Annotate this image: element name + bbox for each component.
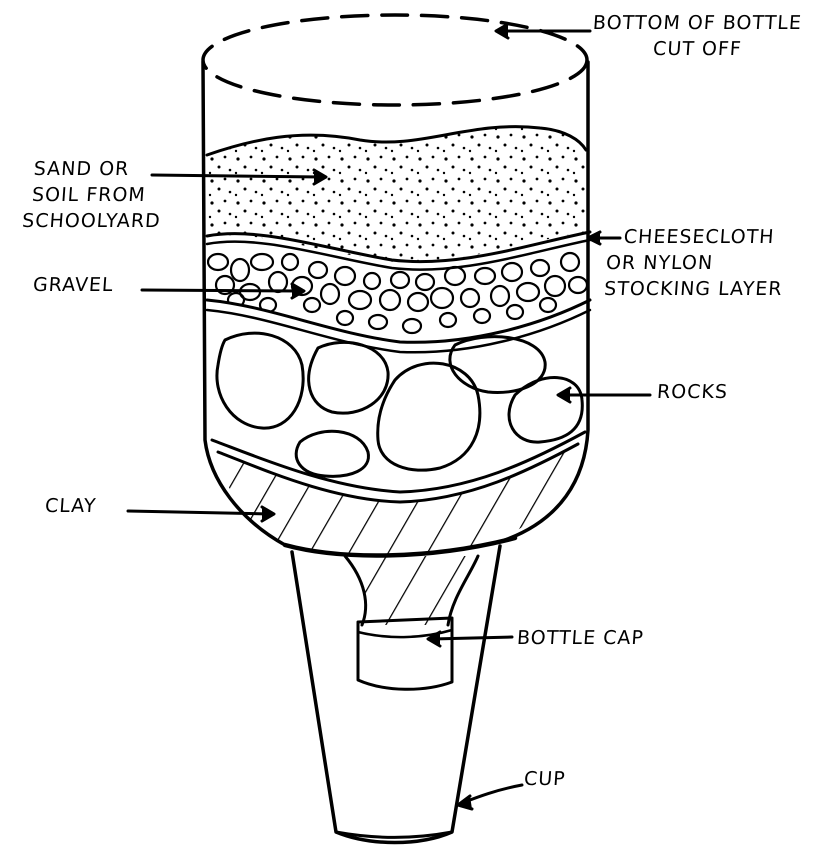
rocks-layer <box>217 333 582 476</box>
label-bottom-cut: BOTTOM OF BOTTLE CUT OFF <box>590 10 803 62</box>
arrow-gravel <box>142 290 300 291</box>
arrow-cup <box>462 785 522 803</box>
label-sand-line1: SAND OR <box>25 156 165 182</box>
arrow-bottle-cap <box>432 637 512 639</box>
label-sand-line3: SCHOOLYARD <box>21 208 161 234</box>
label-gravel: GRAVEL <box>32 272 114 298</box>
label-cheesecloth-line2: OR NYLON <box>605 250 785 276</box>
label-clay: CLAY <box>44 493 97 519</box>
bottle-neck <box>345 556 478 625</box>
label-bottom-cut-line1: BOTTOM OF BOTTLE <box>592 10 803 36</box>
label-bottom-cut-line2: CUT OFF <box>590 36 801 62</box>
label-rocks: ROCKS <box>656 379 729 405</box>
label-bottle-cap: BOTTLE CAP <box>516 625 645 651</box>
sand-layer <box>207 127 586 263</box>
label-cheesecloth: CHEESECLOTH OR NYLON STOCKING LAYER <box>603 224 787 302</box>
bottle-cap <box>358 618 452 689</box>
arrowhead-cheesecloth <box>588 232 600 244</box>
label-cheesecloth-line3: STOCKING LAYER <box>603 276 783 302</box>
label-cheesecloth-line1: CHEESECLOTH <box>607 224 787 250</box>
arrowhead-rocks <box>558 388 570 402</box>
label-cup: CUP <box>523 766 566 792</box>
label-sand: SAND OR SOIL FROM SCHOOLYARD <box>21 156 165 234</box>
arrowhead-cup <box>458 796 472 809</box>
label-sand-line2: SOIL FROM <box>23 182 163 208</box>
arrowhead-bottom-cut <box>496 24 508 38</box>
arrow-sand <box>152 175 322 177</box>
